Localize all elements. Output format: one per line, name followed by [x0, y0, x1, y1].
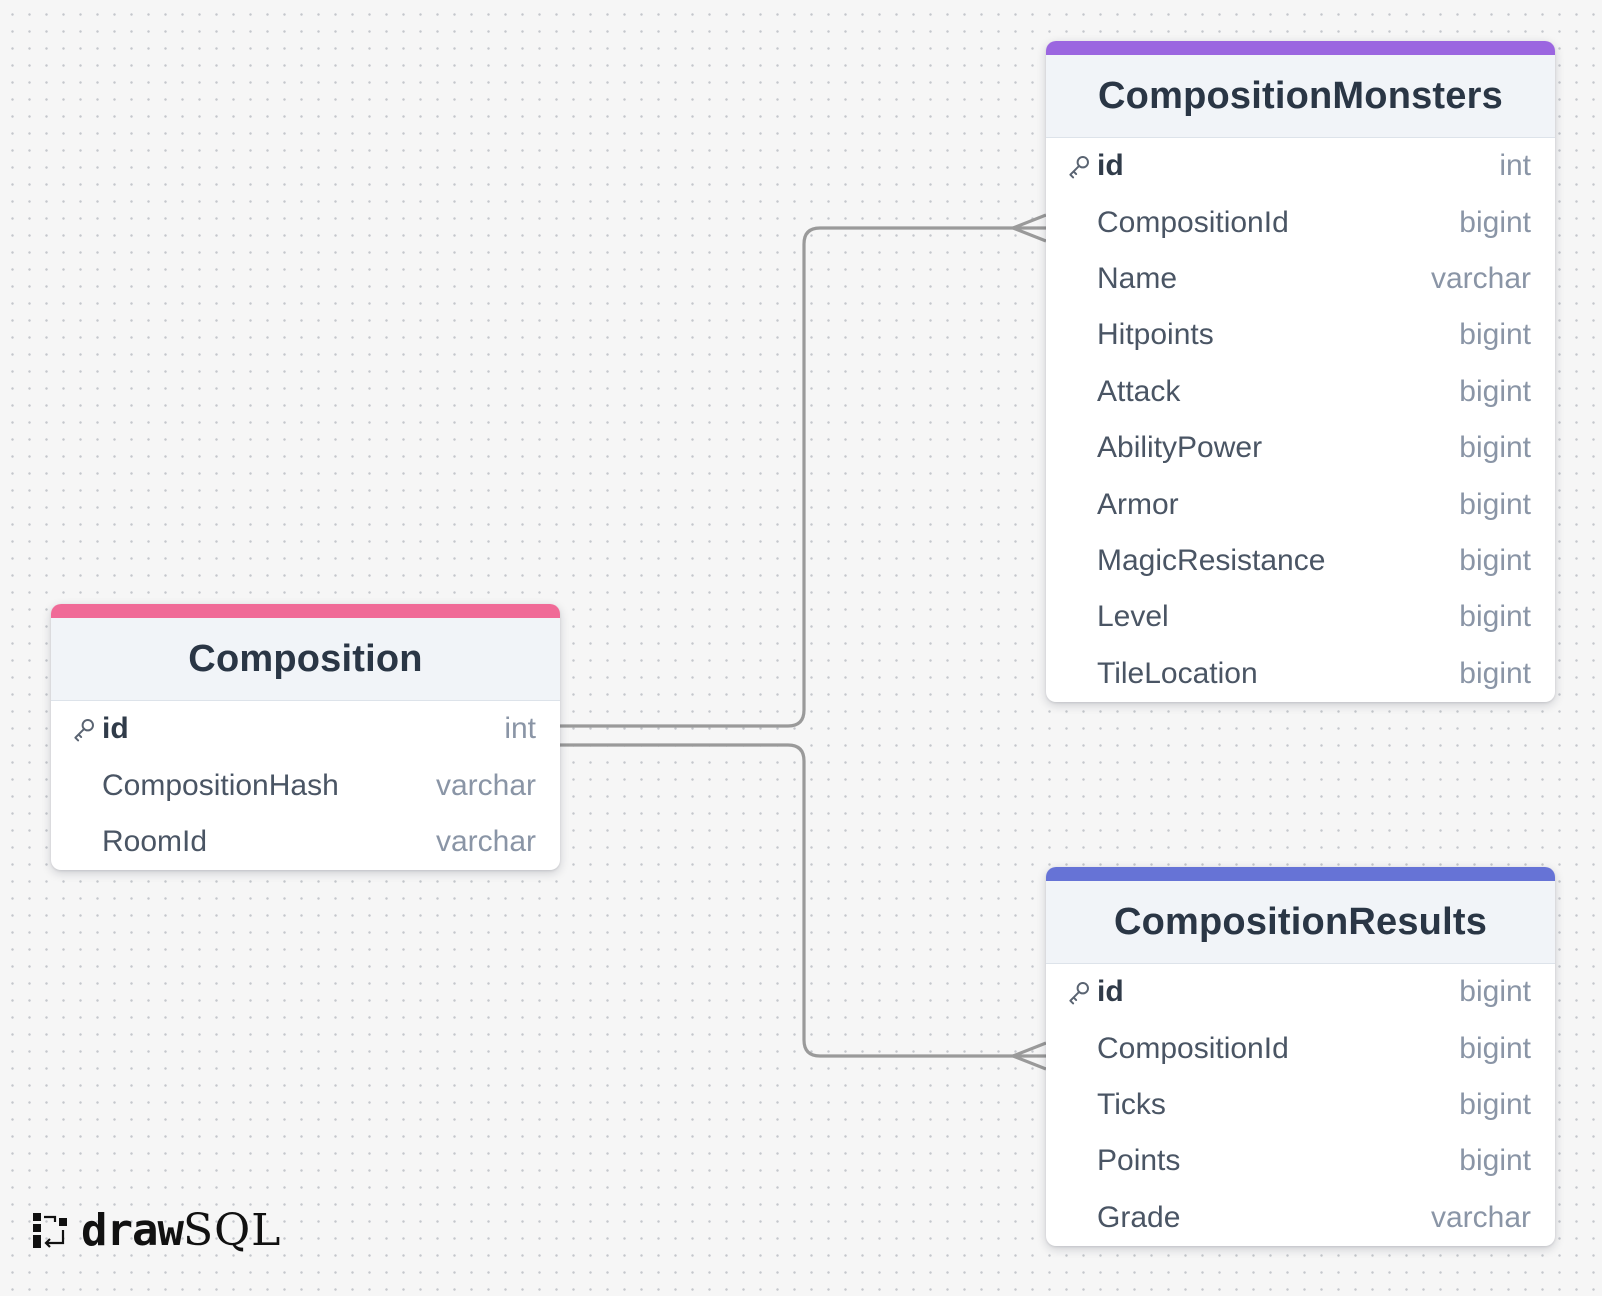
column-row[interactable]: id int [1046, 138, 1555, 194]
column-row[interactable]: MagicResistance bigint [1046, 533, 1555, 589]
column-type: int [504, 712, 536, 746]
table-title: CompositionResults [1113, 900, 1488, 943]
drawsql-logo[interactable]: draw SQL [31, 1205, 281, 1256]
column-type: bigint [1459, 543, 1531, 577]
table-composition[interactable]: Composition id int CompositionHash varch… [51, 604, 560, 871]
column-type: varchar [1430, 1200, 1531, 1234]
logo-text-light: SQL [182, 1205, 282, 1256]
column-row[interactable]: Hitpoints bigint [1046, 307, 1555, 363]
column-name: CompositionHash [102, 768, 339, 802]
column-type: bigint [1459, 205, 1531, 239]
column-row[interactable]: TileLocation bigint [1046, 646, 1555, 702]
column-row[interactable]: CompositionHash varchar [51, 757, 560, 813]
column-name: Level [1097, 600, 1169, 634]
column-name: id [1097, 149, 1124, 183]
table-accent-bar [51, 604, 560, 618]
relation-composition-results[interactable] [560, 743, 1047, 1071]
primary-key-icon [71, 714, 102, 744]
column-type: bigint [1459, 431, 1531, 465]
column-row[interactable]: Grade varchar [1046, 1190, 1555, 1246]
column-name: id [1097, 975, 1124, 1009]
column-type: varchar [1430, 261, 1531, 295]
column-row[interactable]: id bigint [1046, 964, 1555, 1020]
column-name: TileLocation [1097, 656, 1258, 690]
column-row[interactable]: Armor bigint [1046, 476, 1555, 532]
column-name: CompositionId [1097, 205, 1289, 239]
column-row[interactable]: id int [51, 701, 560, 757]
table-accent-bar [1046, 867, 1555, 881]
primary-key-icon [1066, 151, 1097, 181]
table-accent-bar [1046, 41, 1555, 55]
column-type: bigint [1459, 656, 1531, 690]
column-name: Hitpoints [1097, 318, 1214, 352]
column-row[interactable]: CompositionId bigint [1046, 194, 1555, 250]
column-type: varchar [435, 824, 536, 858]
column-name: id [102, 712, 129, 746]
column-row[interactable]: Name varchar [1046, 251, 1555, 307]
column-name: Attack [1097, 374, 1181, 408]
column-name: RoomId [102, 824, 208, 858]
column-row[interactable]: AbilityPower bigint [1046, 420, 1555, 476]
column-type: bigint [1459, 487, 1531, 521]
column-type: bigint [1459, 318, 1531, 352]
column-type: bigint [1459, 1031, 1531, 1065]
column-name: Ticks [1097, 1087, 1166, 1121]
table-composition-results[interactable]: CompositionResults id bigint Composition… [1046, 867, 1555, 1246]
column-type: int [1499, 149, 1531, 183]
column-name: CompositionId [1097, 1031, 1289, 1065]
column-row[interactable]: Level bigint [1046, 589, 1555, 645]
table-composition-monsters[interactable]: CompositionMonsters id int CompositionId… [1046, 41, 1555, 702]
column-type: bigint [1459, 600, 1531, 634]
table-title: Composition [188, 637, 423, 680]
table-header[interactable]: CompositionResults [1046, 881, 1555, 964]
column-row[interactable]: CompositionId bigint [1046, 1020, 1555, 1076]
column-type: bigint [1459, 1087, 1531, 1121]
relation-composition-monsters[interactable] [560, 213, 1047, 728]
column-type: bigint [1459, 374, 1531, 408]
table-title: CompositionMonsters [1098, 74, 1503, 117]
column-row[interactable]: Attack bigint [1046, 364, 1555, 420]
column-row[interactable]: Points bigint [1046, 1133, 1555, 1189]
column-row[interactable]: Ticks bigint [1046, 1077, 1555, 1133]
column-type: bigint [1459, 975, 1531, 1009]
table-header[interactable]: Composition [51, 618, 560, 701]
column-type: bigint [1459, 1144, 1531, 1178]
column-name: Grade [1097, 1200, 1181, 1234]
primary-key-icon [1066, 977, 1097, 1007]
column-name: Name [1097, 261, 1178, 295]
table-header[interactable]: CompositionMonsters [1046, 55, 1555, 138]
column-name: MagicResistance [1097, 543, 1326, 577]
column-name: Points [1097, 1144, 1181, 1178]
drawsql-logo-icon [33, 1212, 67, 1248]
column-name: AbilityPower [1097, 431, 1263, 465]
logo-text-bold: draw [81, 1205, 184, 1256]
column-name: Armor [1097, 487, 1179, 521]
column-row[interactable]: RoomId varchar [51, 814, 560, 870]
column-type: varchar [435, 768, 536, 802]
